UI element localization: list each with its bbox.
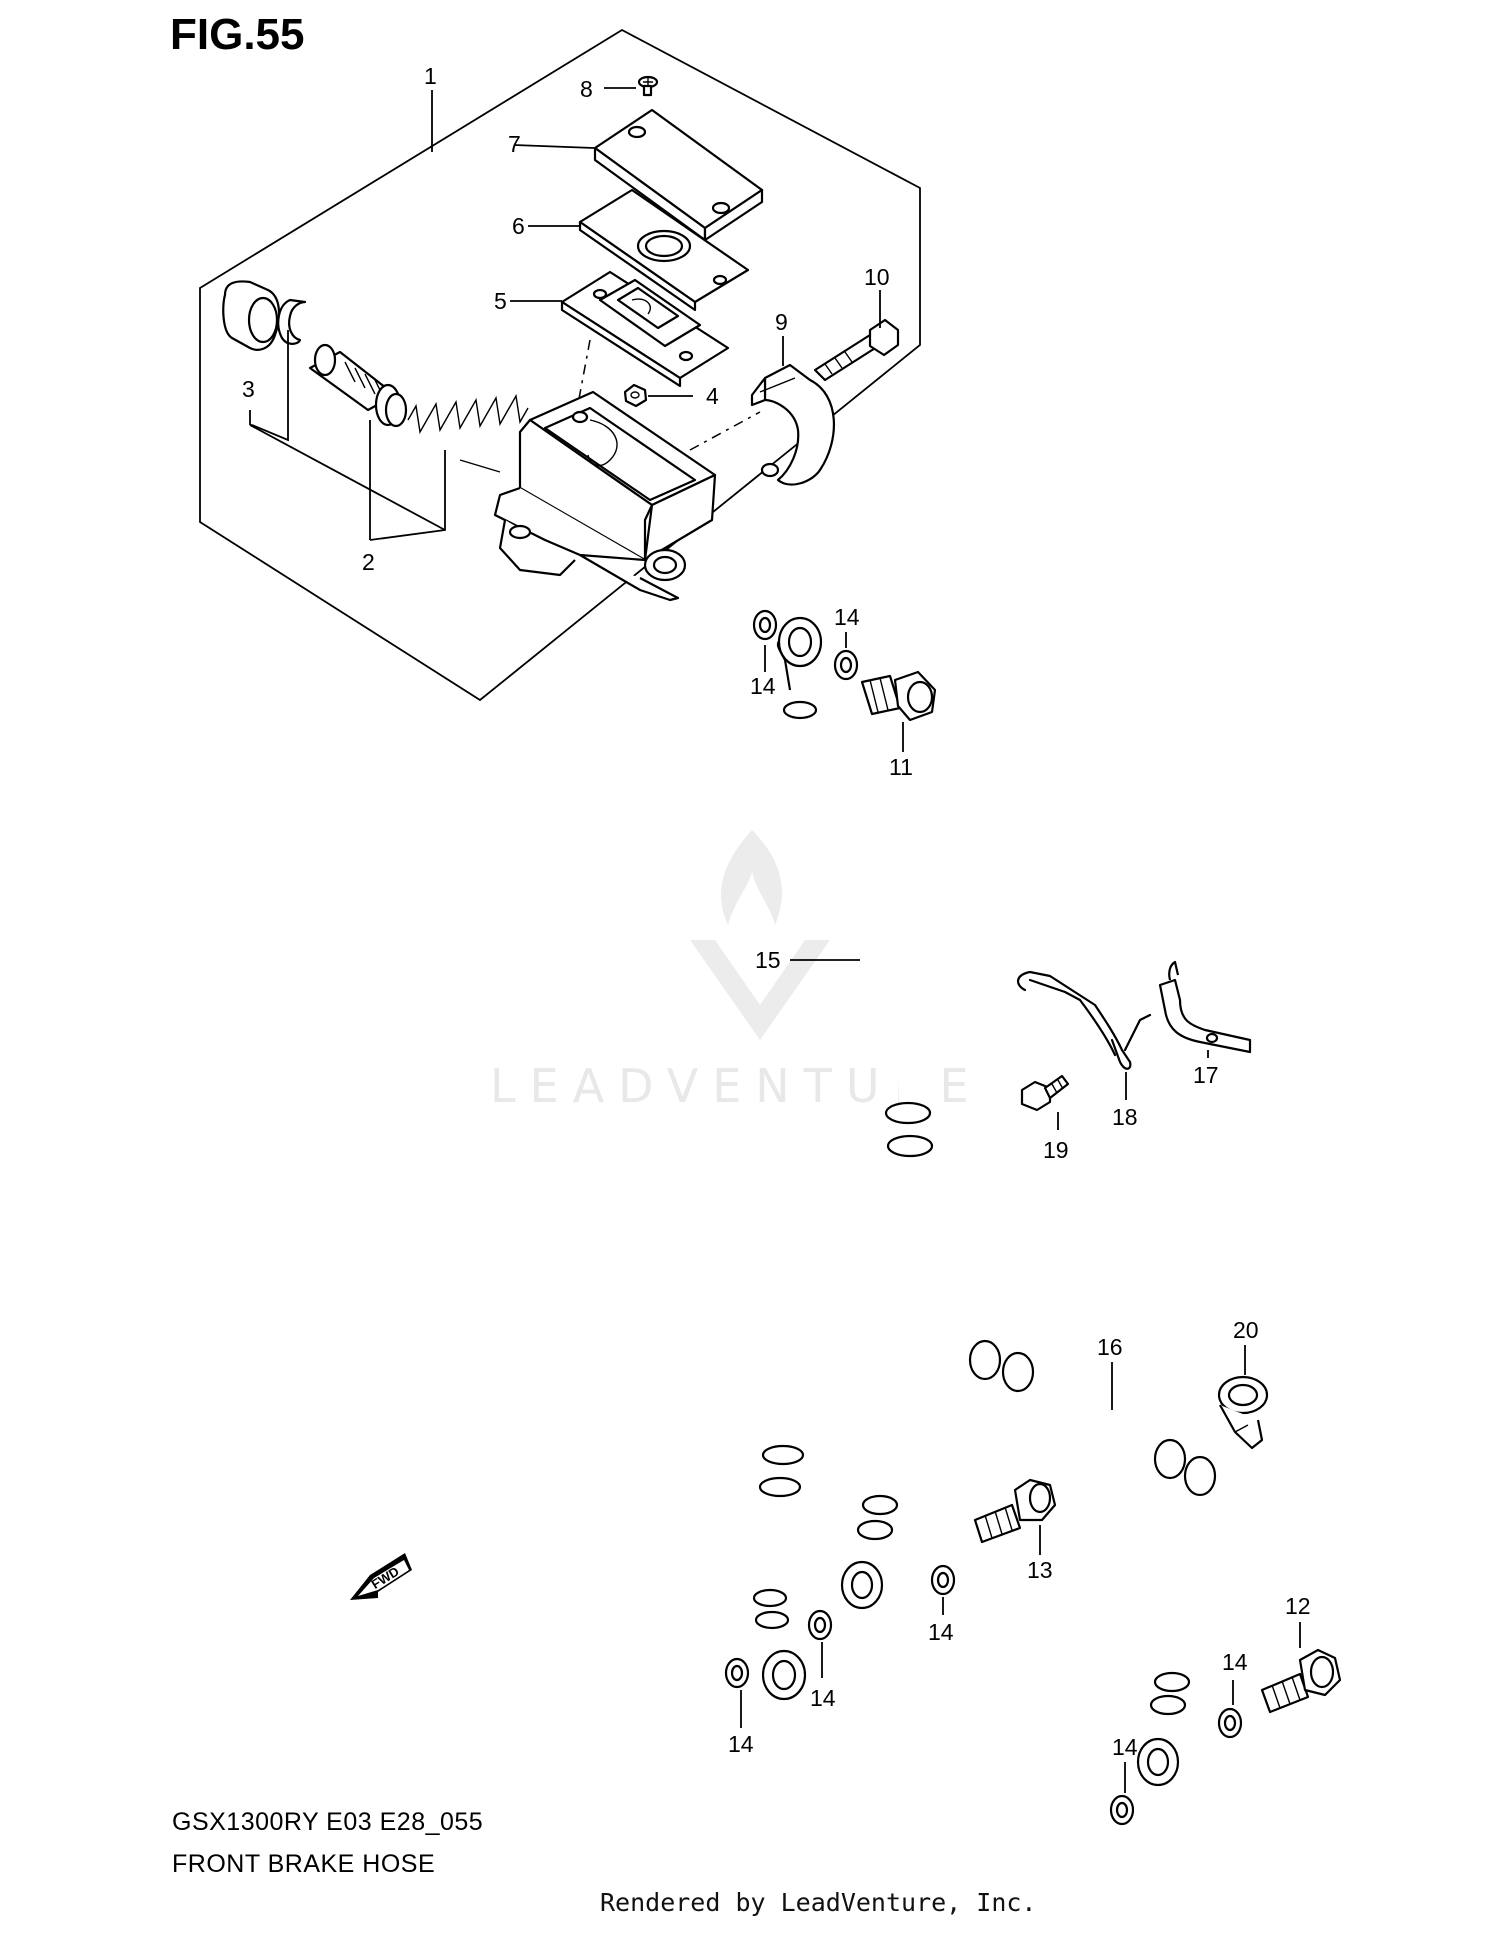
callout-11: 11	[889, 754, 913, 780]
callout-19: 19	[1043, 1137, 1069, 1163]
fwd-arrow-icon: FWD	[350, 1553, 412, 1600]
callout-1: 1	[424, 63, 437, 89]
callout-10: 10	[864, 264, 890, 290]
callout-4: 4	[706, 383, 719, 409]
diagram-name: FRONT BRAKE HOSE	[172, 1850, 436, 1878]
callout-14d: 14	[810, 1685, 836, 1711]
rendered-by-credit: Rendered by LeadVenture, Inc.	[600, 1888, 1037, 1917]
part-14-washer-lower-2	[807, 1609, 833, 1641]
part-14-washer-lower-5	[1109, 1794, 1135, 1826]
part-2-piston	[308, 343, 408, 428]
callout-9: 9	[775, 309, 788, 335]
part-18-clamp	[1017, 970, 1152, 1070]
callout-7: 7	[508, 131, 521, 157]
part-5-diaphragm	[560, 270, 730, 388]
model-caption: GSX1300RY E03 E28_055	[172, 1808, 484, 1836]
callout-3: 3	[242, 376, 255, 402]
watermark: LEADVENTURE	[490, 830, 983, 1113]
callout-14a: 14	[750, 673, 776, 699]
part-3-circlip	[277, 298, 307, 345]
part-14-washer-lower-1	[724, 1657, 750, 1689]
callout-13: 13	[1027, 1557, 1053, 1583]
callout-14f: 14	[1222, 1649, 1248, 1675]
callout-2: 2	[362, 549, 375, 575]
part-12-banjo-bolt	[1260, 1648, 1342, 1714]
callout-17: 17	[1193, 1062, 1219, 1088]
callout-14b: 14	[834, 604, 860, 630]
part-11-banjo-bolt	[860, 670, 937, 722]
part-14-washer-lower-4	[1217, 1707, 1243, 1739]
part-14-washer-top-left	[752, 609, 778, 641]
watermark-v-icon	[690, 940, 830, 1040]
watermark-text: LEADVENTURE	[490, 1059, 983, 1113]
part-6-diaphragm-plate	[578, 188, 750, 312]
part-10-bolt	[813, 318, 900, 382]
part-15-brake-hose	[752, 616, 934, 1701]
part-3-boot	[222, 280, 281, 351]
part-4-screw	[623, 383, 648, 408]
callout-15: 15	[755, 947, 781, 973]
part-16-brake-hose	[840, 1335, 1239, 1787]
callout-12: 12	[1285, 1593, 1311, 1619]
watermark-flame-icon	[721, 830, 782, 925]
callout-14e: 14	[928, 1619, 954, 1645]
part-13-banjo-bolt	[973, 1478, 1057, 1544]
part-19-bolt	[1020, 1074, 1070, 1112]
callout-16: 16	[1097, 1334, 1123, 1360]
master-cylinder-assembly-outline	[199, 28, 921, 702]
callout-14c: 14	[728, 1731, 754, 1757]
part-17-bracket	[1158, 960, 1252, 1054]
figure-title: FIG.55	[170, 10, 305, 59]
part-9-holder	[750, 363, 836, 486]
part-20-clamp	[1217, 1375, 1269, 1450]
callout-14g: 14	[1112, 1734, 1138, 1760]
master-cylinder-body	[493, 390, 717, 602]
callout-6: 6	[512, 213, 525, 239]
part-14-washer-lower-3	[930, 1564, 956, 1596]
part-2-spring	[407, 393, 529, 473]
part-8-screw	[637, 75, 659, 97]
callout-20: 20	[1233, 1317, 1259, 1343]
callout-5: 5	[494, 288, 507, 314]
callout-8: 8	[580, 76, 593, 102]
callout-18: 18	[1112, 1104, 1138, 1130]
part-14-washer-top-right	[833, 649, 859, 681]
